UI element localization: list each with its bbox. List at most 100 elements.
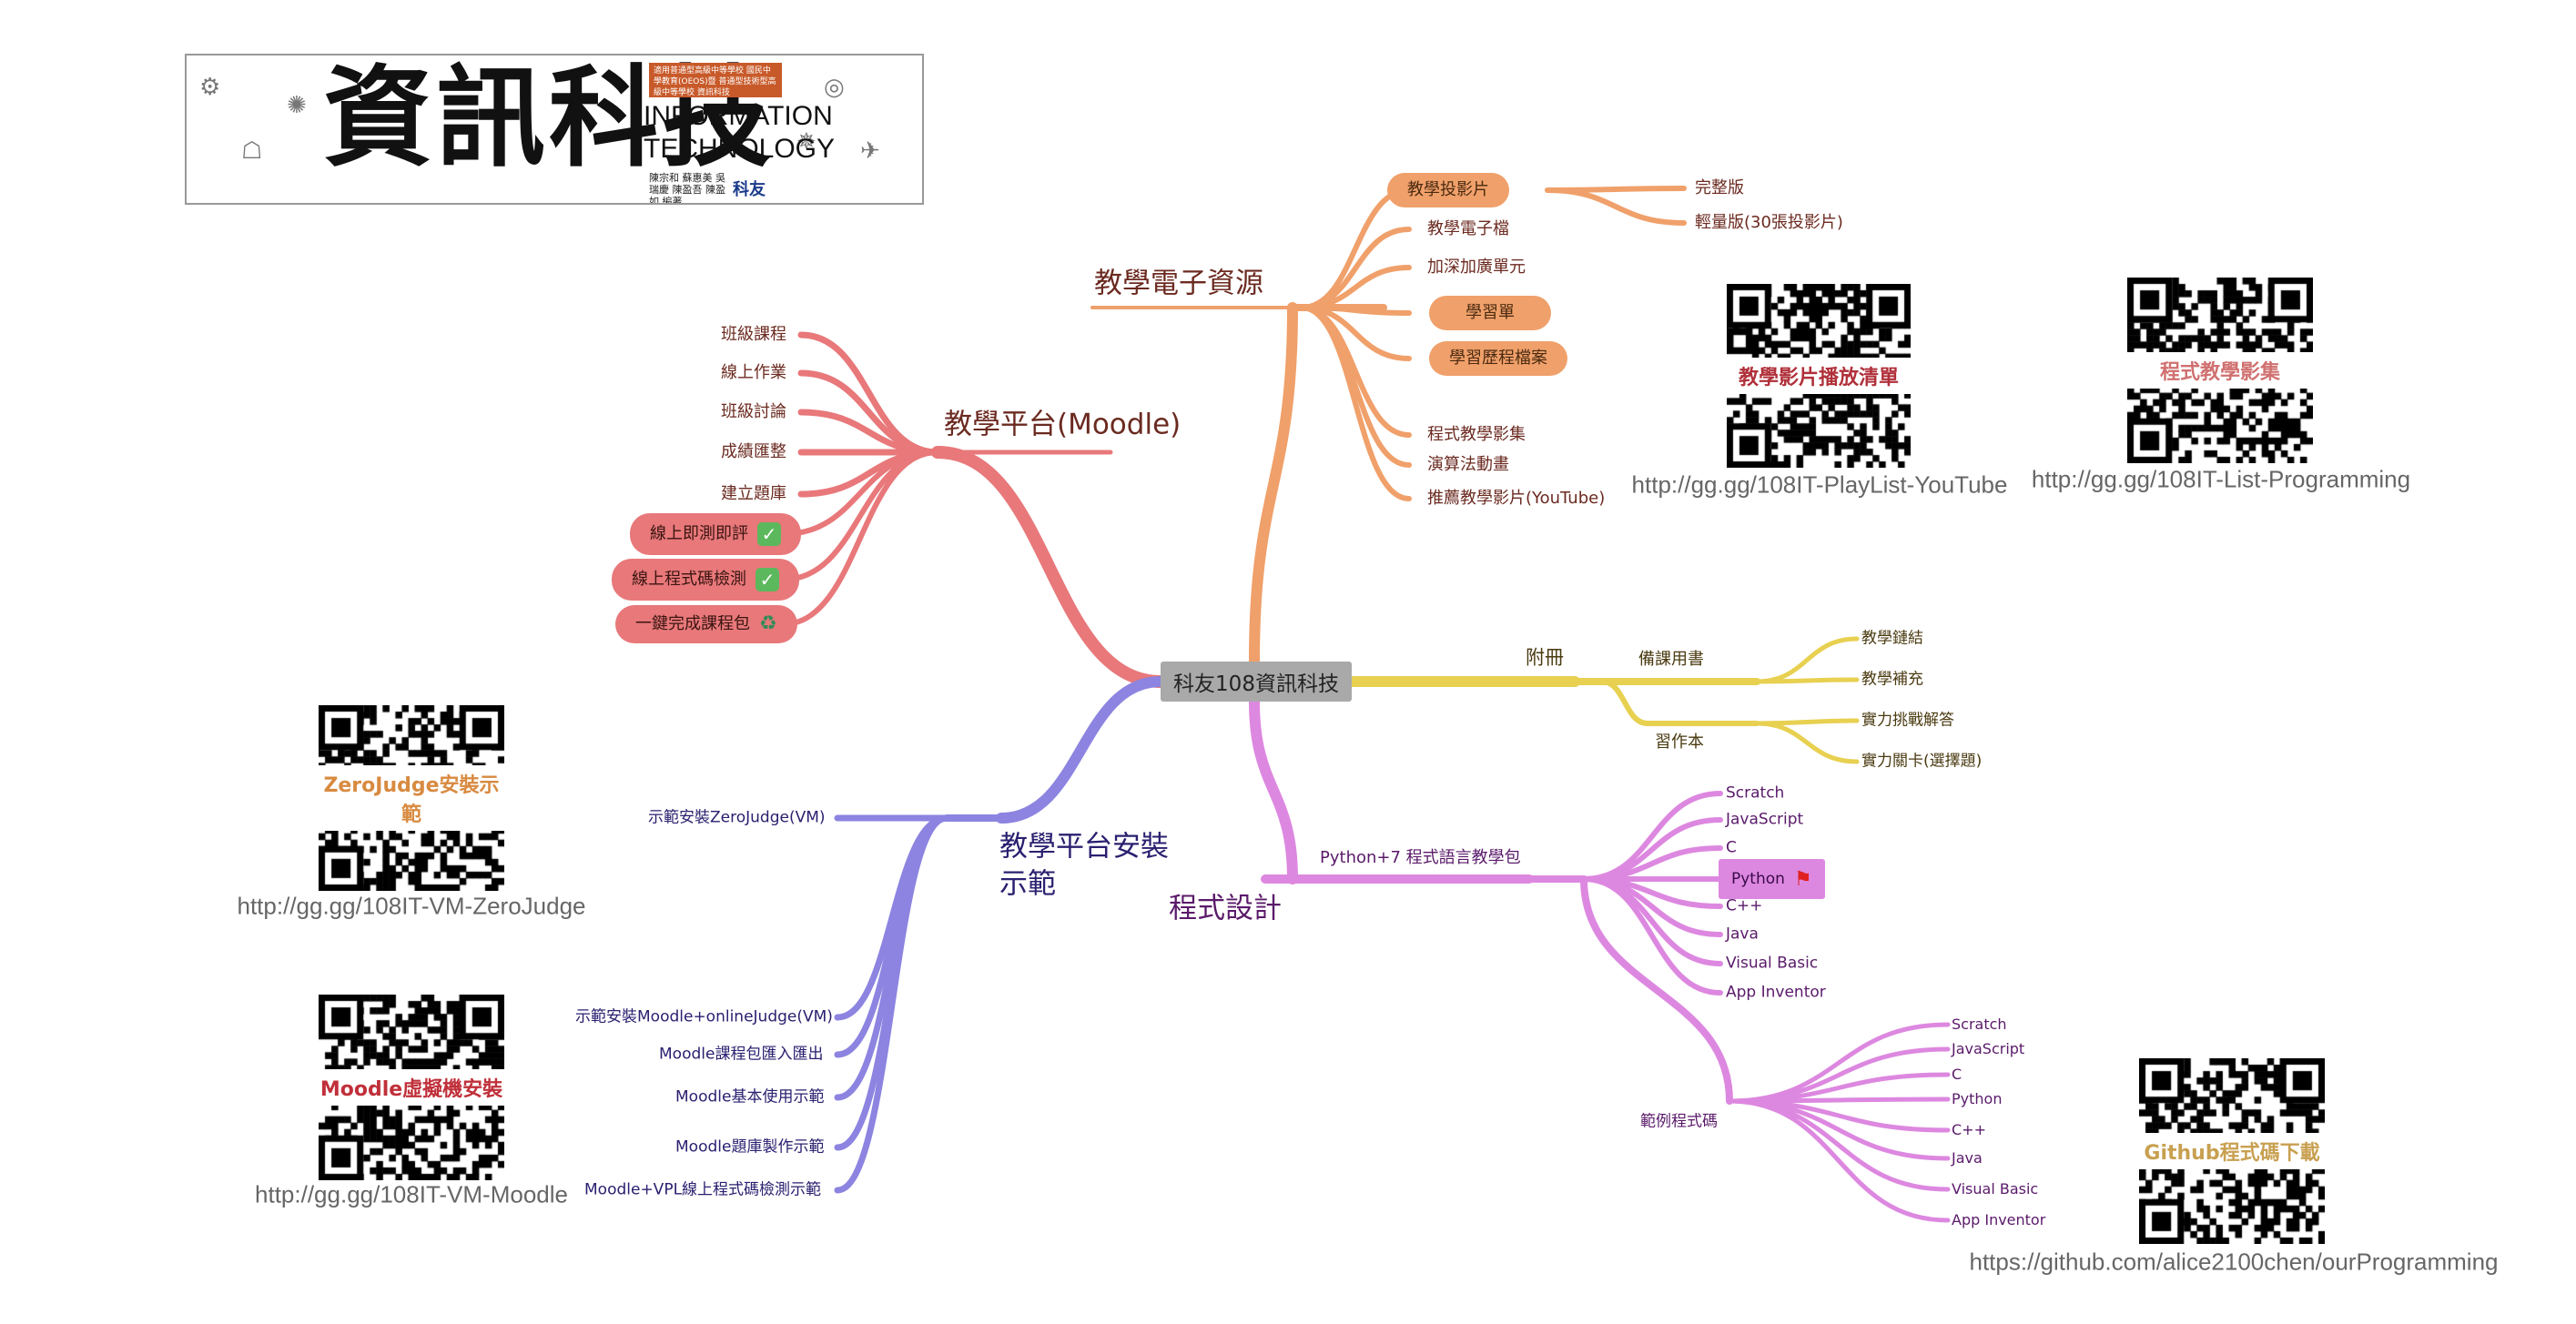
- install-item-6[interactable]: Moodle+VPL線上程式碼檢測示範: [584, 1180, 822, 1199]
- qr-code-zerojudge[interactable]: ZeroJudge安裝示範: [319, 705, 504, 891]
- connector-install-item: [834, 814, 950, 1194]
- connector-resources-item: [1299, 305, 1412, 501]
- connector-resources-main: [1249, 302, 1298, 667]
- lightbulb-icon: ✺: [287, 92, 307, 119]
- qr-code-github[interactable]: Github程式碼下載: [2139, 1058, 2325, 1244]
- pack-item-5[interactable]: C++: [1726, 896, 1763, 915]
- connector-programming-main: [1249, 696, 1298, 884]
- rocket-icon: ✈: [860, 137, 880, 165]
- url-github[interactable]: https://github.com/alice2100chen/ourProg…: [1969, 1248, 2499, 1276]
- resources-item-2[interactable]: 教學電子檔: [1427, 219, 1509, 238]
- moodle-item-5[interactable]: 建立題庫: [721, 484, 786, 503]
- resources-item-7[interactable]: 演算法動畫: [1427, 455, 1509, 474]
- connector-resources-item: [1299, 305, 1412, 438]
- example-item-3[interactable]: C: [1952, 1066, 1962, 1083]
- recycle-icon: ♻: [759, 612, 777, 635]
- slides-sub-1[interactable]: 完整版: [1695, 178, 1744, 197]
- moodle-item-6[interactable]: 線上即測即評✓: [630, 513, 801, 555]
- qr-caption-playlist: 教學影片播放清單: [1727, 358, 1911, 394]
- resources-item-4[interactable]: 學習單: [1429, 296, 1551, 330]
- connector-example-item: [1727, 1098, 1951, 1223]
- qr-code-playlist[interactable]: 教學影片播放清單: [1727, 284, 1911, 468]
- moodle-item-4[interactable]: 成績匯整: [721, 442, 786, 461]
- url-programming-list[interactable]: http://gg.gg/108IT-List-Programming: [2031, 465, 2411, 493]
- install-item-5[interactable]: Moodle題庫製作示範: [675, 1137, 825, 1157]
- connector-install-item: [834, 814, 950, 1101]
- connector-appendix-item: [1754, 636, 1860, 684]
- pack-item-4[interactable]: Python⚑: [1719, 859, 1825, 899]
- branch-programming-title[interactable]: 程式設計: [1169, 892, 1282, 925]
- slides-sub-2[interactable]: 輕量版(30張投影片): [1695, 213, 1843, 232]
- connector-moodle-item: [780, 450, 940, 582]
- branch-resources-title[interactable]: 教學電子資源: [1094, 267, 1263, 300]
- url-playlist[interactable]: http://gg.gg/108IT-PlayList-YouTube: [1631, 470, 2008, 499]
- pack-item-6[interactable]: Java: [1726, 925, 1759, 944]
- center-node-label: 科友108資訊科技: [1173, 672, 1339, 696]
- programming-examples[interactable]: 範例程式碼: [1640, 1112, 1718, 1131]
- resources-item-8[interactable]: 推薦教學影片(YouTube): [1427, 489, 1606, 508]
- install-item-4[interactable]: Moodle基本使用示範: [675, 1087, 825, 1107]
- branch-appendix-title[interactable]: 附冊: [1526, 646, 1564, 669]
- pack-item-2[interactable]: JavaScript: [1726, 810, 1804, 829]
- resources-item-1[interactable]: 教學投影片: [1387, 173, 1509, 207]
- moodle-item-7[interactable]: 線上程式碼檢測✓: [612, 559, 799, 601]
- robot-icon: ☖: [241, 137, 263, 165]
- install-item-2[interactable]: 示範安裝Moodle+onlineJudge(VM): [575, 1007, 833, 1026]
- banner-publisher: 科友: [733, 180, 766, 199]
- appendix-workbook-item-1[interactable]: 實力挑戰解答: [1861, 711, 1954, 730]
- gear-icon: ⚙: [199, 74, 221, 101]
- resources-item-6[interactable]: 程式教學影集: [1427, 425, 1526, 444]
- appendix-prep-item-1[interactable]: 教學鏈結: [1861, 629, 1923, 648]
- qr-code-moodle-vm[interactable]: Moodle虛擬機安裝: [319, 995, 504, 1180]
- qr-caption-programming-list: 程式教學影集: [2127, 352, 2313, 389]
- pack-item-7[interactable]: Visual Basic: [1726, 954, 1819, 973]
- center-node[interactable]: 科友108資訊科技: [1161, 662, 1352, 702]
- pack-item-8[interactable]: App Inventor: [1726, 983, 1826, 1002]
- connector-pack-item: [1581, 876, 1723, 996]
- connector-moodle-item: [780, 450, 940, 627]
- checkmark-icon: ✓: [757, 522, 781, 546]
- qr-caption-zerojudge: ZeroJudge安裝示範: [319, 765, 504, 831]
- appendix-prep-item-2[interactable]: 教學補充: [1861, 670, 1923, 689]
- connector-moodle-main: [931, 446, 1167, 688]
- example-item-7[interactable]: Visual Basic: [1952, 1180, 2039, 1198]
- connector-programming-examples: [1580, 875, 1733, 1105]
- install-item-3[interactable]: Moodle課程包匯入匯出: [659, 1045, 824, 1064]
- moodle-item-1[interactable]: 班級課程: [721, 325, 786, 344]
- pack-item-1[interactable]: Scratch: [1726, 783, 1785, 803]
- resources-item-5[interactable]: 學習歷程檔案: [1429, 341, 1567, 376]
- qr-code-programming-list[interactable]: 程式教學影集: [2127, 278, 2313, 463]
- connector-install-main: [996, 676, 1166, 824]
- planet-icon: ◎: [824, 74, 845, 101]
- moodle-item-2[interactable]: 線上作業: [721, 363, 786, 382]
- connector-appendix-item: [1754, 721, 1860, 764]
- example-item-4[interactable]: Python: [1952, 1090, 2003, 1107]
- resources-item-3[interactable]: 加深加廣單元: [1427, 258, 1526, 277]
- programming-pack[interactable]: Python+7 程式語言教學包: [1320, 848, 1521, 867]
- url-moodle-vm[interactable]: http://gg.gg/108IT-VM-Moodle: [255, 1180, 568, 1208]
- banner-en-line1: INFORMATION: [644, 101, 833, 131]
- banner-authors: 陳宗和 蘇惠美 吳瑞慶 陳盈吾 陳盈如 編著: [649, 172, 725, 205]
- branch-moodle-title[interactable]: 教學平台(Moodle): [944, 408, 1182, 441]
- example-item-6[interactable]: Java: [1952, 1149, 1983, 1167]
- banner-en-line2: TECHNOLOGY: [644, 134, 836, 164]
- branch-install-title-1[interactable]: 教學平台安裝: [999, 830, 1169, 864]
- example-item-2[interactable]: JavaScript: [1952, 1040, 2025, 1057]
- appendix-workbook[interactable]: 習作本: [1655, 733, 1704, 752]
- banner-image: ⚙ ☖ ✺ ◎ ✈ ✵ 資訊科技 INFORMATION TECHNOLOGY …: [185, 54, 924, 205]
- example-item-1[interactable]: Scratch: [1952, 1016, 2007, 1033]
- install-item-1[interactable]: 示範安裝ZeroJudge(VM): [648, 808, 826, 827]
- appendix-workbook-item-2[interactable]: 實力關卡(選擇題): [1861, 752, 1983, 771]
- connector-appendix-workbook: [1599, 679, 1650, 726]
- connector-appendix-item: [1754, 677, 1860, 684]
- moodle-item-8[interactable]: 一鍵完成課程包♻: [615, 605, 797, 643]
- moodle-item-3[interactable]: 班級討論: [721, 402, 786, 421]
- example-item-5[interactable]: C++: [1952, 1121, 1986, 1138]
- example-item-8[interactable]: App Inventor: [1952, 1211, 2046, 1228]
- url-zerojudge[interactable]: http://gg.gg/108IT-VM-ZeroJudge: [237, 892, 586, 920]
- pack-item-3[interactable]: C: [1726, 838, 1737, 857]
- checkmark-icon: ✓: [756, 568, 779, 591]
- branch-install-title-2[interactable]: 示範: [999, 867, 1056, 901]
- appendix-prep[interactable]: 備課用書: [1638, 650, 1704, 669]
